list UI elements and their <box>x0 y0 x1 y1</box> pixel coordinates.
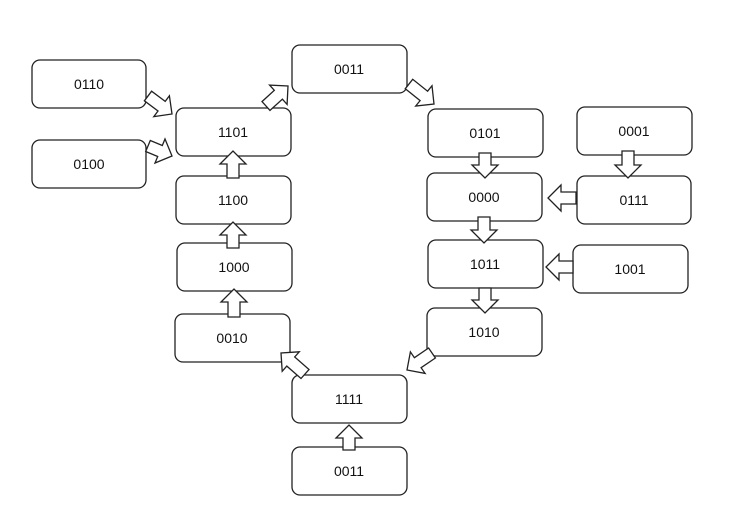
node-0000: 0000 <box>426 172 543 222</box>
node-0100: 0100 <box>31 139 147 189</box>
node-1000: 1000 <box>176 242 293 292</box>
node-0010: 0010 <box>174 313 291 363</box>
arrow-n0101-to-n0000 <box>470 152 500 179</box>
arrow-n0000-to-n1011 <box>469 216 499 244</box>
node-label: 0111 <box>619 192 648 208</box>
node-label: 0011 <box>334 61 364 77</box>
arrow-n0011_top-to-n0101 <box>404 78 435 107</box>
node-1100: 1100 <box>175 175 292 225</box>
node-1111: 1111 <box>291 374 408 424</box>
arrow-n1010-to-n1111 <box>406 347 437 375</box>
arrow-n1100-to-n1101 <box>218 150 248 179</box>
node-1001: 1001 <box>572 244 689 294</box>
arrow-n0100-to-n1101 <box>144 137 173 165</box>
arrow-n0010-to-n1000 <box>219 288 249 318</box>
arrow-n1001-to-n1011 <box>545 252 574 282</box>
node-label: 0101 <box>469 125 500 141</box>
node-0111: 0111 <box>576 175 692 225</box>
node-label: 0010 <box>216 330 247 346</box>
node-0101: 0101 <box>427 108 544 158</box>
arrow-n0110-to-n1101 <box>143 90 173 118</box>
node-0011-top: 0011 <box>291 44 408 94</box>
node-label: 1011 <box>470 256 500 272</box>
node-0001: 0001 <box>576 106 693 156</box>
arrows <box>143 78 643 451</box>
node-label: 0011 <box>334 463 364 479</box>
arrow-n1101-to-n0011_top <box>261 84 289 112</box>
node-label: 0100 <box>73 156 104 172</box>
node-1011: 1011 <box>427 239 544 289</box>
arrow-n0011_bottom-to-n1111 <box>334 424 364 451</box>
node-0011-bottom: 0011 <box>291 446 408 496</box>
node-1010: 1010 <box>426 307 543 357</box>
node-1101: 1101 <box>175 107 292 157</box>
node-label: 0000 <box>468 189 499 205</box>
arrow-n1011-to-n1010 <box>470 287 500 314</box>
node-label: 1000 <box>218 259 249 275</box>
node-0110: 0110 <box>31 59 147 109</box>
node-label: 1001 <box>614 261 645 277</box>
node-label: 1101 <box>218 124 248 140</box>
arrow-n0001-to-n0111 <box>613 150 643 179</box>
node-label: 1100 <box>218 192 248 208</box>
arrow-n1000-to-n1100 <box>218 221 248 249</box>
node-label: 0001 <box>618 123 649 139</box>
node-label: 1111 <box>335 391 363 407</box>
arrow-n1111-to-n0010 <box>280 351 310 380</box>
node-label: 1010 <box>468 324 499 340</box>
node-label: 0110 <box>74 76 104 92</box>
arrow-n0111-to-n0000 <box>547 183 577 213</box>
